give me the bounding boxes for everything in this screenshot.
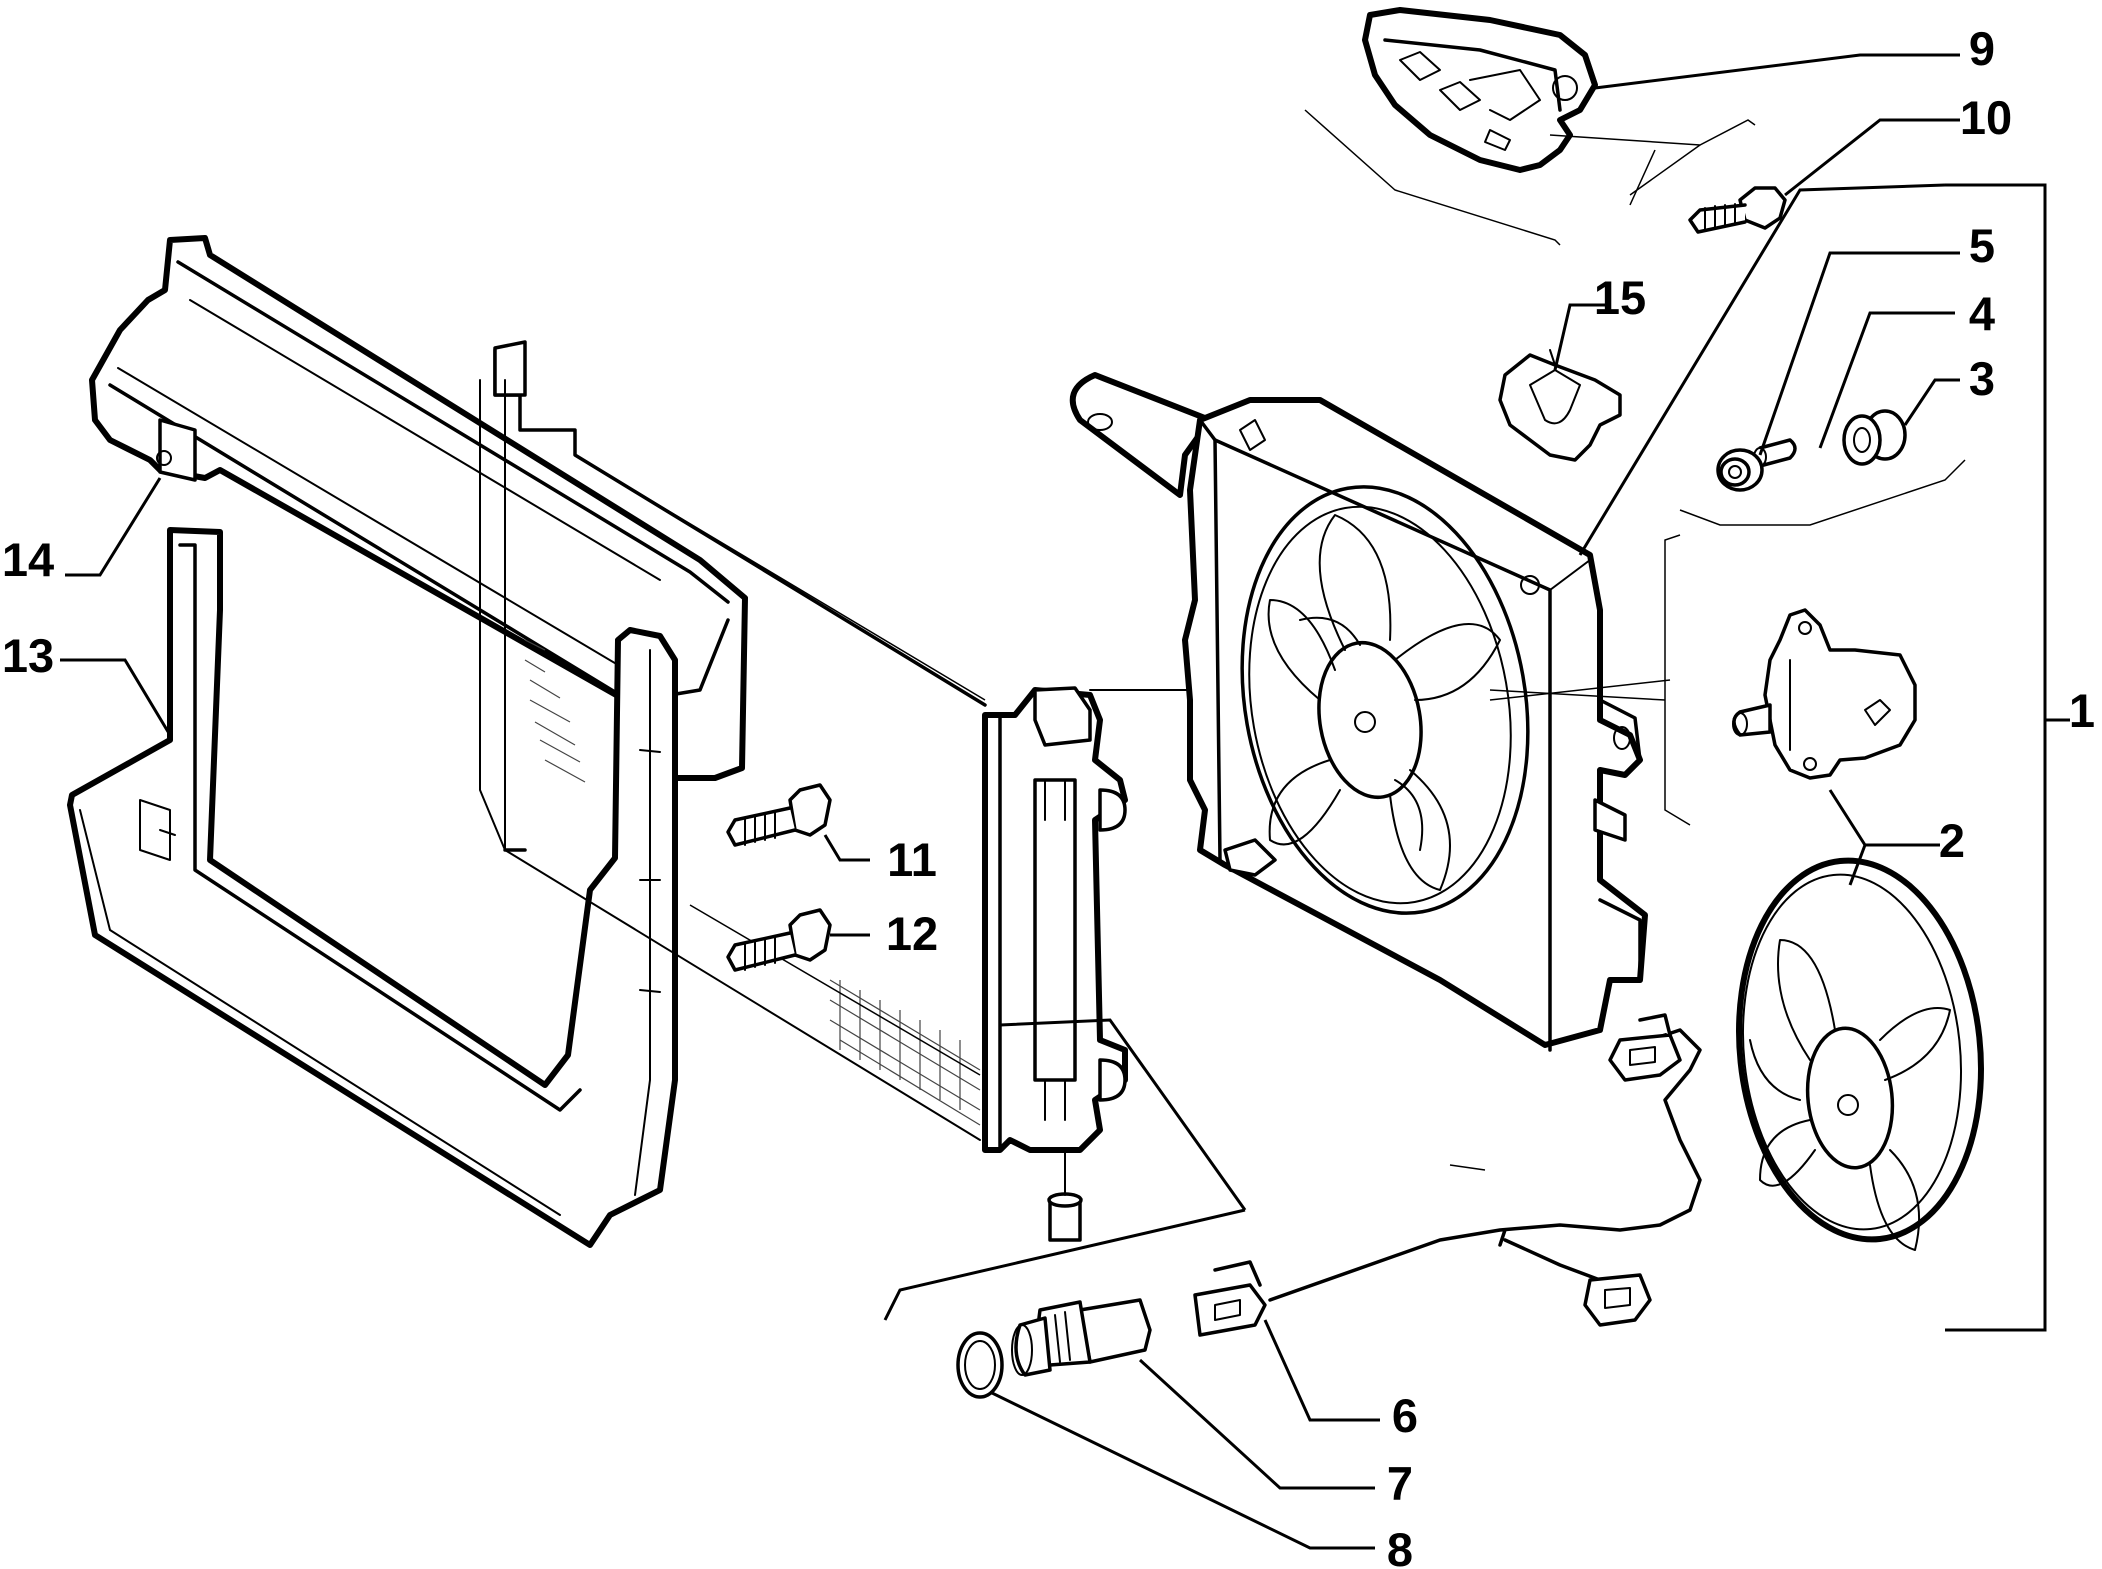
bolt-11 [726,783,832,847]
screw-10 [1688,186,1787,234]
part-label: 5 [1969,219,1995,272]
seal-ring [956,1331,1004,1399]
part-label: 12 [886,907,938,960]
clip-15 [1498,349,1622,462]
part-labels: 1 2 3 4 5 6 7 8 9 10 11 12 13 14 15 [2,22,2095,1569]
part-label: 2 [1939,814,1965,867]
thermal-switch [1011,1298,1152,1377]
part-label: 11 [887,833,937,886]
part-label: 1 [2069,684,2095,737]
front-frame [67,235,748,1248]
leader-lines [60,53,2070,1550]
resistor [1362,7,1598,173]
part-label: 8 [1387,1523,1413,1569]
part-label: 6 [1392,1389,1418,1442]
fan-shroud [1069,372,1648,1052]
wiring-harness [1193,1013,1702,1337]
grommet-3 [1842,409,1907,466]
fan-motor [1732,608,1917,780]
radiator [479,340,1196,1242]
part-label: 15 [1594,271,1646,324]
part-label: 14 [2,533,54,586]
bush-5 [1716,448,1764,492]
guide-lines [1304,109,1966,1171]
part-label: 10 [1960,91,2012,144]
bolt-12 [726,908,832,972]
part-label: 13 [2,629,54,682]
part-label: 7 [1387,1457,1413,1510]
part-label: 9 [1969,22,1995,75]
fan-impeller [1736,857,1984,1251]
part-label: 3 [1969,352,1995,405]
part-label: 4 [1969,287,1995,340]
